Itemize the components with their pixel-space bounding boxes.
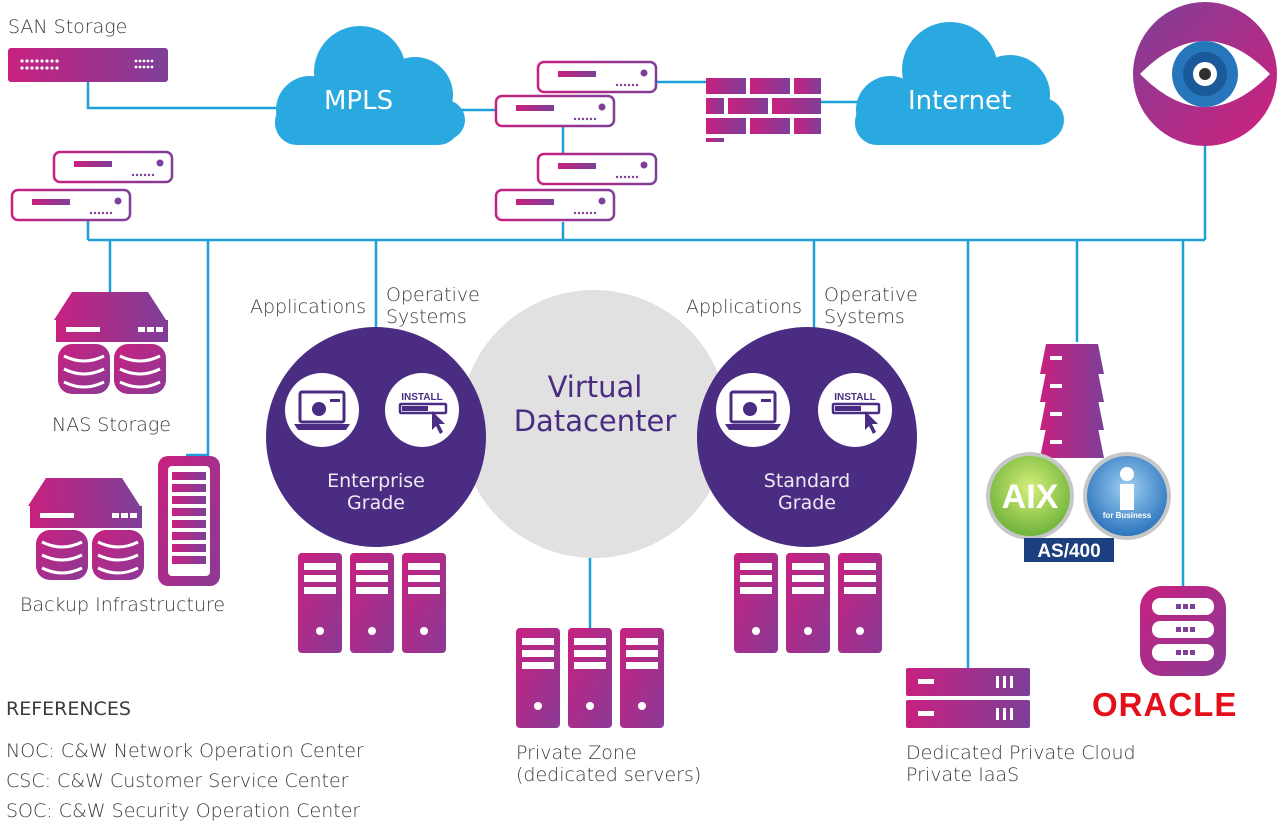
rack-servers-left (10, 150, 174, 222)
aix-logo: AIX (986, 452, 1074, 540)
internet-label: Internet (908, 86, 1012, 116)
backup-infrastructure-label: Backup Infrastructure (20, 594, 226, 616)
firewall-icon (706, 78, 821, 142)
virtual-datacenter-circle (460, 290, 728, 558)
svg-text:AS/400: AS/400 (1037, 541, 1100, 562)
internet-cloud (855, 22, 1064, 145)
private-cloud-servers (906, 668, 1030, 728)
svg-text:for Business: for Business (1103, 511, 1152, 520)
references-title: REFERENCES (6, 698, 131, 720)
oracle-logo: ORACLE (1092, 686, 1238, 723)
nas-storage-label: NAS Storage (52, 414, 171, 436)
reference-item: NOC: C&W Network Operation Center (6, 740, 364, 762)
install-text-left: INSTALL (401, 392, 442, 403)
backup-infrastructure-icon (28, 456, 220, 586)
mpls-cloud (275, 26, 465, 145)
applications-icon (285, 373, 359, 447)
san-storage-device (8, 48, 168, 82)
connection-lines (86, 80, 1207, 668)
standard-grade-label: Standard Grade (763, 470, 851, 514)
install-icon (818, 373, 892, 447)
san-storage-label: SAN Storage (8, 16, 128, 38)
standard-grade-servers (734, 553, 882, 653)
enterprise-grade-servers (298, 553, 446, 653)
private-zone-servers (516, 628, 664, 728)
enterprise-grade-label: Enterprise Grade (327, 470, 425, 514)
svg-text:AIX: AIX (1002, 478, 1059, 516)
nas-storage-icon (54, 292, 168, 396)
operative-systems-label-left: Operative Systems (386, 284, 480, 328)
virtual-datacenter-label: Virtual Datacenter (513, 370, 677, 438)
applications-label-left: Applications (250, 296, 367, 318)
rack-servers-center (494, 60, 658, 222)
reference-item: SOC: C&W Security Operation Center (6, 800, 361, 822)
reference-item: CSC: C&W Customer Service Center (6, 770, 349, 792)
applications-label-right: Applications (686, 296, 803, 318)
oracle-database-icon (1140, 586, 1226, 676)
install-icon (385, 373, 459, 447)
applications-icon (716, 373, 790, 447)
ibm-i-logo: for Business (1083, 452, 1171, 540)
mpls-label: MPLS (324, 86, 394, 116)
operative-systems-label-right: Operative Systems (824, 284, 918, 328)
as400-server-stack (1040, 344, 1104, 458)
dedicated-private-cloud-label: Dedicated Private Cloud Private IaaS (906, 742, 1136, 786)
install-text-right: INSTALL (834, 392, 875, 403)
as400-logo: AS/400 (1024, 538, 1114, 562)
monitoring-eye-icon (1133, 2, 1277, 146)
private-zone-label: Private Zone (dedicated servers) (516, 742, 702, 786)
